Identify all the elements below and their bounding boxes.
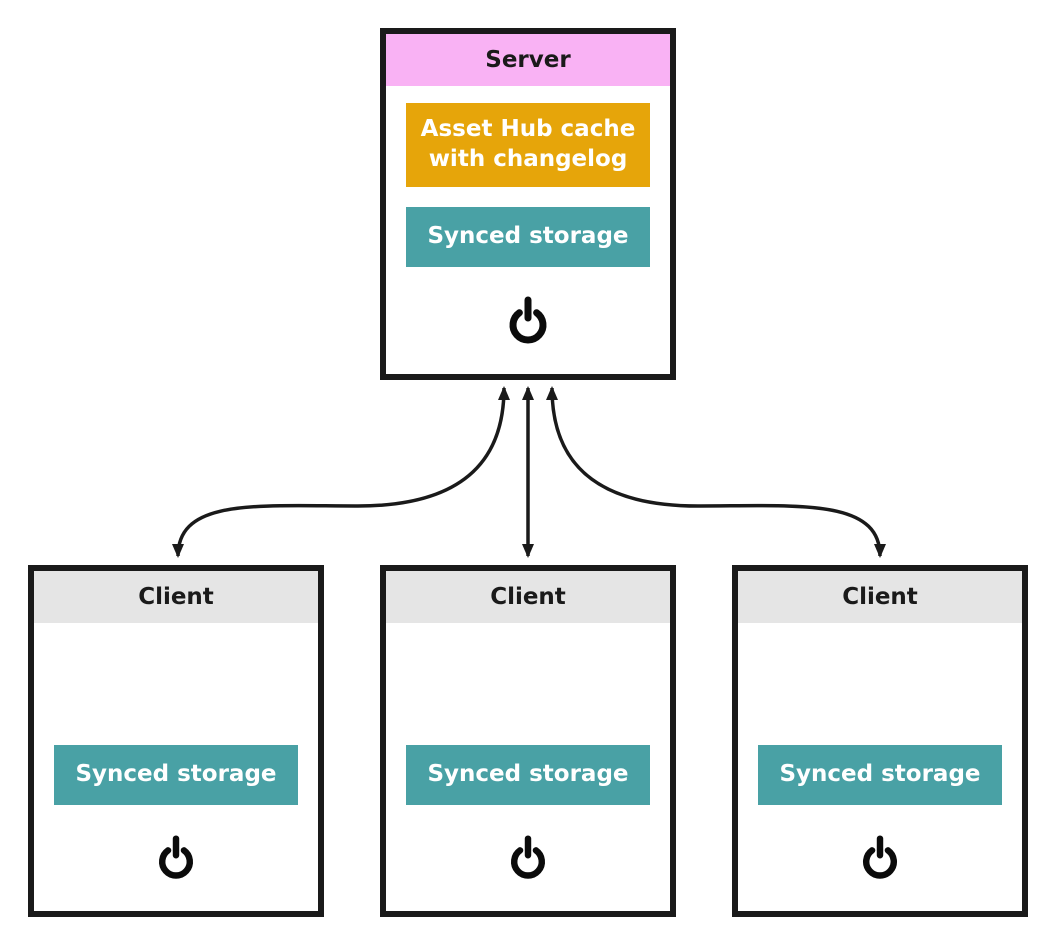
- asset-hub-cache-label: Asset Hub cache with changelog: [420, 116, 636, 172]
- server-header: Server: [386, 34, 670, 86]
- client-3-title: Client: [842, 584, 918, 610]
- server-synced-storage-label: Synced storage: [427, 223, 629, 250]
- power-icon: [159, 835, 193, 879]
- client-3-synced-storage-box: Synced storage: [758, 745, 1002, 805]
- client-3-spacer: [738, 623, 1022, 745]
- client-node-3: Client Synced storage: [732, 565, 1028, 917]
- client-2-header: Client: [386, 571, 670, 623]
- power-icon: [863, 835, 897, 879]
- client-node-2: Client Synced storage: [380, 565, 676, 917]
- power-icon: [509, 296, 547, 343]
- client-1-synced-storage-label: Synced storage: [75, 761, 277, 788]
- power-icon: [511, 835, 545, 879]
- asset-hub-cache-box: Asset Hub cache with changelog: [406, 103, 650, 187]
- client-3-header: Client: [738, 571, 1022, 623]
- arrow-server-client-right: [546, 386, 886, 558]
- client-2-synced-storage-label: Synced storage: [427, 761, 629, 788]
- client-1-synced-storage-box: Synced storage: [54, 745, 298, 805]
- client-2-title: Client: [490, 584, 566, 610]
- client-1-spacer: [34, 623, 318, 745]
- server-power-area: [386, 267, 670, 374]
- server-synced-storage-box: Synced storage: [406, 207, 650, 267]
- client-2-power-area: [386, 805, 670, 911]
- client-2-spacer: [386, 623, 670, 745]
- server-title: Server: [485, 47, 571, 73]
- client-node-1: Client Synced storage: [28, 565, 324, 917]
- server-node: Server Asset Hub cache with changelog Sy…: [380, 28, 676, 380]
- client-3-synced-storage-label: Synced storage: [779, 761, 981, 788]
- client-1-power-area: [34, 805, 318, 911]
- client-1-header: Client: [34, 571, 318, 623]
- client-3-power-area: [738, 805, 1022, 911]
- client-2-synced-storage-box: Synced storage: [406, 745, 650, 805]
- client-1-title: Client: [138, 584, 214, 610]
- arrow-server-client-left: [172, 386, 510, 558]
